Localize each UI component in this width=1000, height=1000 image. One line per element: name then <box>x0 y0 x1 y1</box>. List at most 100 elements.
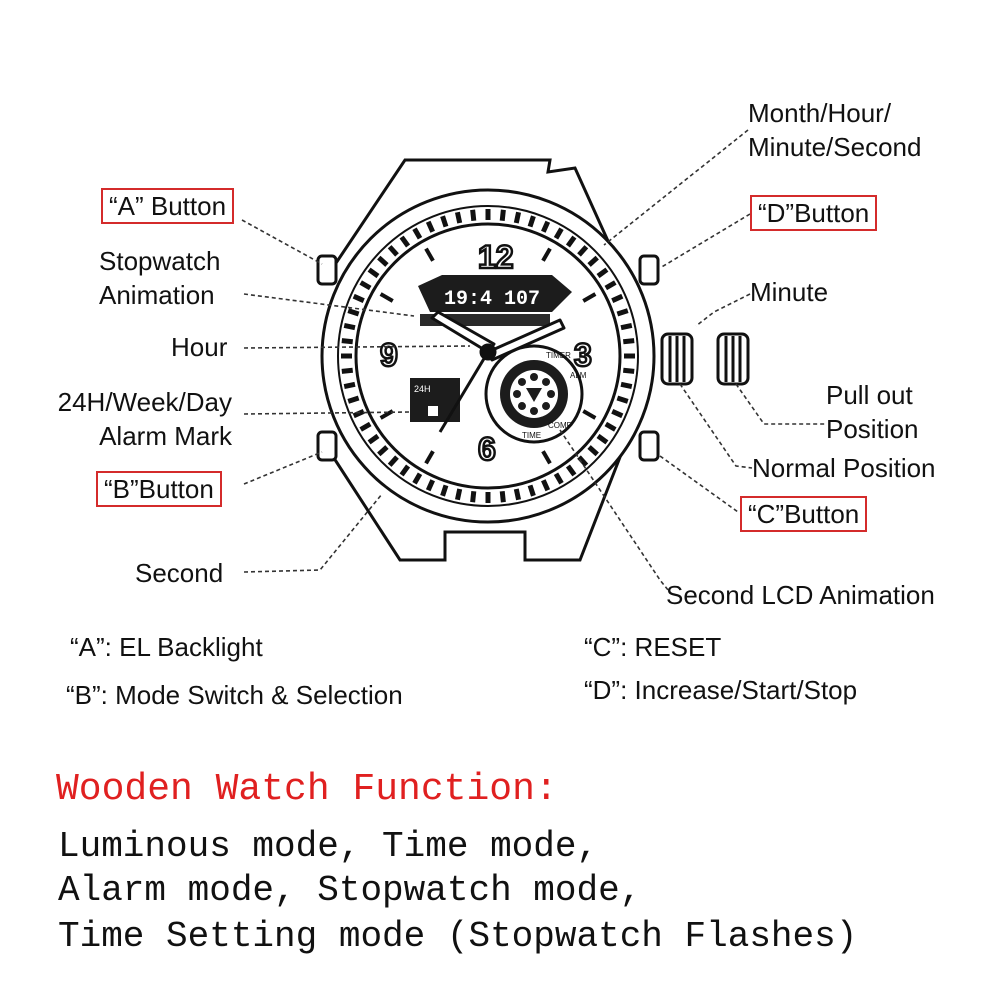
bezel-tick <box>611 293 624 303</box>
numeral-9: 9 <box>380 337 398 373</box>
bezel-tick <box>577 245 589 257</box>
bezel-tick <box>616 308 629 317</box>
legend-d: “D”: Increase/Start/Stop <box>584 675 858 705</box>
bezel-tick <box>596 433 609 445</box>
bezel-tick <box>596 267 609 279</box>
pull-out-line1: Pull out <box>826 380 913 410</box>
bezel-tick <box>587 255 599 267</box>
bezel-tick <box>620 322 633 331</box>
c-button-label: “C”Button <box>740 496 868 532</box>
d-button-label: “D”Button <box>750 195 878 231</box>
left-lcd-text: 24H <box>414 384 431 394</box>
top-lcd-text: 19:4 107 <box>444 288 540 311</box>
hour-marker <box>424 450 435 465</box>
bezel-tick <box>343 322 356 331</box>
bezel-tick <box>565 464 577 477</box>
leader-lines <box>241 129 826 591</box>
numeral-3: 3 <box>574 337 592 373</box>
subdial-dot <box>517 377 526 386</box>
month-hour-line1: Month/Hour/ <box>748 98 892 128</box>
bezel-tick <box>343 381 356 390</box>
function-line-3: Time Setting mode (Stopwatch Flashes) <box>58 916 858 957</box>
bezel-tick <box>470 490 477 503</box>
bezel-tick <box>527 215 536 228</box>
subdial-dot <box>530 373 538 381</box>
left-lcd: 24H <box>410 378 460 422</box>
stopwatch-animation-line2: Animation <box>99 280 215 311</box>
bezel-tick <box>587 445 599 457</box>
bezel-tick <box>527 484 536 497</box>
bezel-tick <box>387 455 399 467</box>
legend-c: “C”: RESET <box>584 632 722 662</box>
bezel-tick <box>347 308 360 317</box>
b-button-icon <box>316 430 338 462</box>
bezel-tick <box>454 211 463 224</box>
bezel-tick <box>454 488 463 501</box>
bezel-tick <box>425 220 435 233</box>
legend-a: “A”: EL Backlight <box>70 632 263 662</box>
month-hour-line2: Minute/Second <box>748 132 922 163</box>
hour-marker <box>379 292 394 303</box>
side-buttons <box>316 254 660 462</box>
bezel-tick <box>513 211 522 224</box>
month-hour-label: Month/Hour/ Minute/Second <box>748 96 921 165</box>
alarm-mark-label: 24H/Week/Day Alarm Mark <box>32 385 232 454</box>
hands <box>430 310 566 433</box>
bezel-tick <box>347 395 360 404</box>
numeral-6: 6 <box>478 431 496 467</box>
pull-out-label: Pull out Position <box>826 378 919 447</box>
bezel-tick <box>541 220 551 233</box>
bezel-tick <box>499 490 506 503</box>
bezel-tick <box>622 367 635 374</box>
bezel-tick <box>367 267 380 279</box>
bezel-tick <box>577 455 589 467</box>
bezel-tick <box>611 409 624 419</box>
bezel-tick <box>620 381 633 390</box>
subdial-dot <box>517 402 526 411</box>
bezel-tick <box>352 409 365 419</box>
hour-marker <box>541 450 552 465</box>
subdial-dot <box>530 407 538 415</box>
bezel-tick <box>604 421 617 432</box>
d-button-icon <box>638 254 660 286</box>
subdial-dot <box>542 402 551 411</box>
hour-label: Hour <box>171 332 228 362</box>
bezel-tick <box>412 227 423 240</box>
bezel-tick <box>377 255 389 267</box>
alarm-mark-line1: 24H/Week/Day <box>57 387 232 417</box>
bezel-tick <box>541 479 551 492</box>
bezel-tick <box>387 245 399 257</box>
bezel-tick <box>553 227 564 240</box>
second-hand <box>438 351 490 433</box>
subdial-label-timer: TIMER <box>546 351 571 360</box>
legend-b: “B”: Mode Switch & Selection <box>66 680 403 710</box>
bezel-tick <box>352 293 365 303</box>
function-line-2: Alarm mode, Stopwatch mode, <box>58 870 642 911</box>
stopwatch-animation-line1: Stopwatch <box>99 246 221 276</box>
bezel-tick <box>412 472 423 485</box>
hour-marker <box>582 409 597 420</box>
watch-case <box>328 158 624 562</box>
bezel-tick <box>341 367 354 374</box>
subdial-dot <box>513 390 521 398</box>
subdial-dot <box>542 377 551 386</box>
stopwatch-animation-label: Stopwatch Animation <box>99 244 220 313</box>
subdial-label-alm: ALM <box>570 371 587 380</box>
bezel-tick <box>367 433 380 445</box>
bezel-tick <box>499 209 506 222</box>
a-button-icon <box>316 254 338 286</box>
c-button-icon <box>638 430 660 462</box>
hour-marker <box>582 292 597 303</box>
bezel-tick <box>622 338 635 345</box>
bezel-tick <box>425 479 435 492</box>
bezel-tick <box>470 209 477 222</box>
minute-label: Minute <box>750 277 829 307</box>
bezel-tick <box>399 464 411 477</box>
bezel-tick <box>553 472 564 485</box>
bezel-tick <box>565 235 577 248</box>
alarm-mark-line2: Alarm Mark <box>99 421 232 452</box>
a-button-label: “A” Button <box>101 188 235 224</box>
hour-marker <box>541 247 552 262</box>
